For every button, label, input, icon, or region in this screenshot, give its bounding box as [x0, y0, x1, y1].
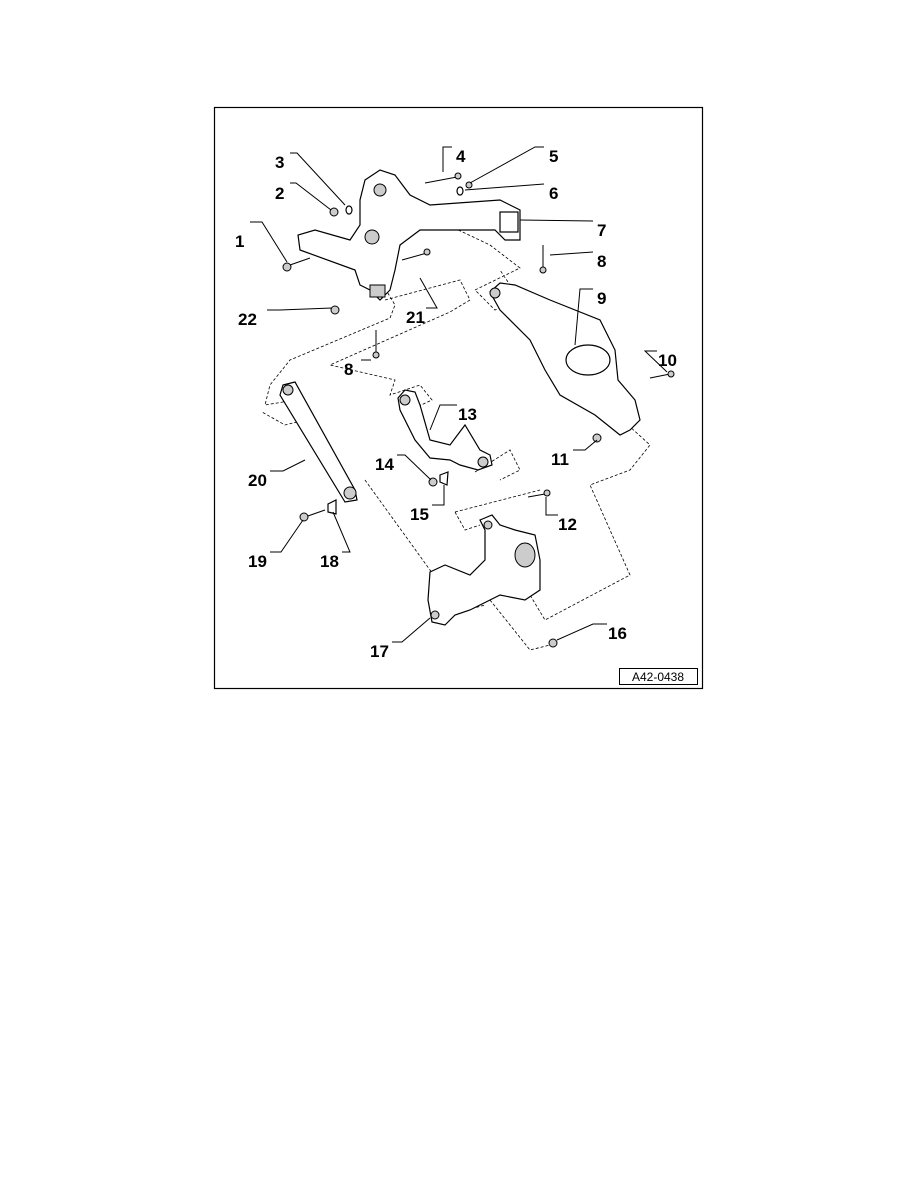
leader-lines: [250, 146, 668, 643]
upper-arm-part: [397, 389, 493, 471]
callout-8-lower: 8: [344, 360, 353, 379]
wheel-bearing-housing-part: [427, 514, 541, 626]
figure-code-box: [619, 668, 698, 685]
assembly-dashed-lines: [261, 199, 651, 651]
callout-19: 19: [248, 552, 267, 571]
callout-1: 1: [235, 232, 244, 251]
callout-21: 21: [406, 308, 425, 327]
callout-6: 6: [549, 184, 558, 203]
callout-3: 3: [275, 153, 284, 172]
callout-14: 14: [375, 455, 394, 474]
callout-10: 10: [658, 351, 677, 370]
callout-12: 12: [558, 515, 577, 534]
figure-code: A42-0438: [632, 670, 684, 684]
lower-control-arm-part: [489, 282, 641, 436]
callout-20: 20: [248, 471, 267, 490]
fasteners: [282, 172, 675, 648]
callout-15: 15: [410, 505, 429, 524]
callout-13: 13: [458, 405, 477, 424]
subframe-part: [297, 169, 521, 301]
callout-labels: 1 2 3 4 5 6 7 8 9 10 11 12 13 14 15 16 1…: [235, 147, 677, 661]
callout-16: 16: [608, 624, 627, 643]
callout-7: 7: [597, 221, 606, 240]
callout-11: 11: [551, 450, 569, 469]
callout-17: 17: [370, 642, 389, 661]
callout-5: 5: [549, 147, 558, 166]
callout-8-upper: 8: [597, 252, 606, 271]
trailing-link-part: [279, 381, 358, 503]
callout-2: 2: [275, 184, 284, 203]
callout-22: 22: [238, 310, 257, 329]
callout-18: 18: [320, 552, 339, 571]
callout-4: 4: [456, 147, 466, 166]
callout-9: 9: [597, 289, 606, 308]
